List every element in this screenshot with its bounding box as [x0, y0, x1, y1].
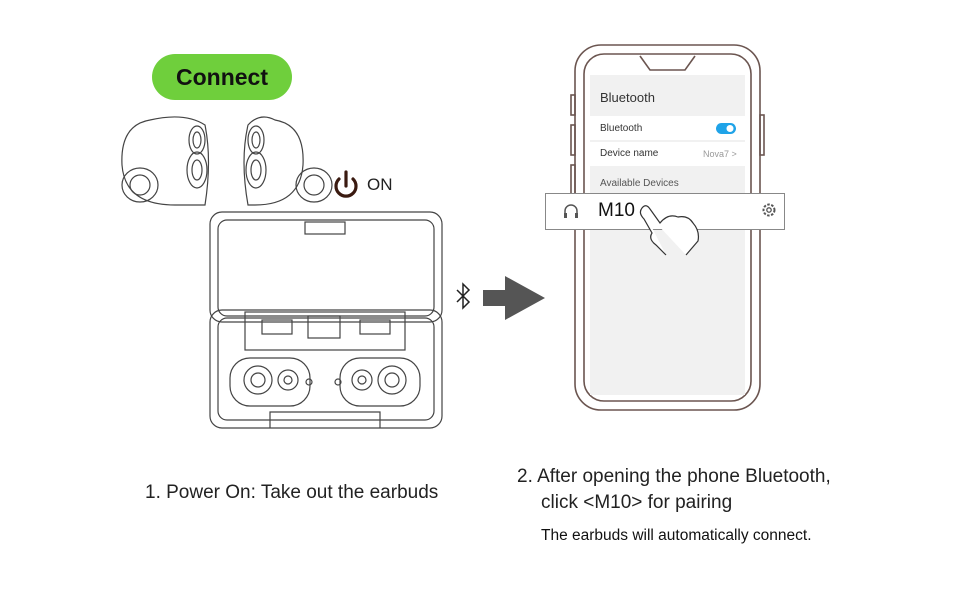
- arrow-right-icon: [483, 276, 545, 320]
- phone-title: Bluetooth: [600, 90, 655, 105]
- step1-caption: 1. Power On: Take out the earbuds: [145, 482, 439, 503]
- available-devices-label: Available Devices: [600, 178, 679, 189]
- connect-badge: Connect: [152, 54, 292, 100]
- step2-caption-line1: 2. After opening the phone Bluetooth,: [517, 466, 831, 487]
- auto-connect-note: The earbuds will automatically connect.: [541, 527, 812, 544]
- bluetooth-icon: [456, 282, 471, 310]
- bluetooth-setting-label: Bluetooth: [600, 123, 643, 134]
- pointing-hand-icon: [639, 205, 700, 256]
- device-name-value: Nova7 >: [703, 149, 737, 159]
- charging-case-icon: [209, 211, 443, 429]
- gear-icon[interactable]: [761, 202, 777, 218]
- on-label: ON: [367, 175, 393, 194]
- device-name-label: Device name: [600, 148, 659, 159]
- headphones-icon: [564, 204, 578, 218]
- earbuds-icon: [121, 116, 333, 206]
- step2-caption-line2: click <M10> for pairing: [541, 492, 733, 513]
- device-name-m10[interactable]: M10: [598, 200, 635, 221]
- power-icon: [334, 170, 358, 198]
